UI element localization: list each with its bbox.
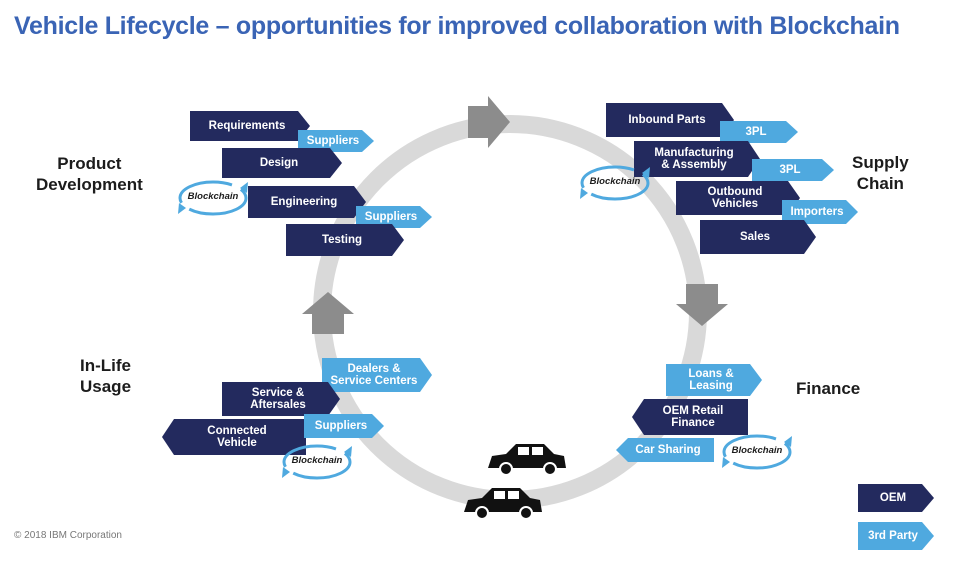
blockchain-label: Blockchain [187, 191, 239, 202]
cycle-arrow-icon [468, 96, 510, 148]
stage-label-in-life-usage: In-Life Usage [80, 356, 132, 396]
blockchain-cycle-icon: Blockchain [280, 442, 354, 482]
page-title: Vehicle Lifecycle – opportunities for im… [14, 12, 900, 40]
tag-sales: Sales [700, 220, 816, 254]
tag-importers: Importers [782, 200, 858, 224]
car-icon [464, 488, 542, 520]
legend-third-party: 3rd Party [858, 522, 934, 550]
cycle-arrow-icon [302, 292, 354, 334]
blockchain-cycle-icon [282, 444, 352, 480]
blockchain-cycle-icon: Blockchain [578, 163, 652, 203]
car-icon [488, 444, 566, 476]
blockchain-cycle-icon: Blockchain [176, 178, 250, 218]
tag-engineering: Engineering [248, 186, 366, 218]
tag-outbound-vehicles: Outbound Vehicles [676, 181, 800, 215]
tag-suppliers: Suppliers [356, 206, 432, 228]
blockchain-cycle-icon: Blockchain [720, 432, 794, 472]
tag-service-aftersales: Service & Aftersales [222, 382, 340, 416]
tag-design: Design [222, 148, 342, 178]
tag-suppliers: Suppliers [298, 130, 374, 152]
tag-connected-vehicle: Connected Vehicle [162, 419, 306, 455]
tag-loans-leasing: Loans & Leasing [666, 364, 762, 396]
cycle-arrow-icon [676, 284, 728, 326]
tag-3pl: 3PL [752, 159, 834, 181]
tag-testing: Testing [286, 224, 404, 256]
stage-label-product-development: Product Development [36, 154, 143, 194]
legend-oem: OEM [858, 484, 934, 512]
copyright: © 2018 IBM Corporation [14, 530, 122, 541]
tag-suppliers: Suppliers [304, 414, 384, 438]
tag-inbound-parts: Inbound Parts [606, 103, 734, 137]
blockchain-cycle-icon [580, 165, 650, 201]
tag-dealers-service-centers: Dealers & Service Centers [322, 358, 432, 392]
blockchain-label: Blockchain [731, 445, 783, 456]
stage-label-finance: Finance [796, 379, 861, 398]
blockchain-label: Blockchain [589, 176, 641, 187]
tag-3pl: 3PL [720, 121, 798, 143]
blockchain-label: Blockchain [291, 455, 343, 466]
tag-requirements: Requirements [190, 111, 310, 141]
tag-car-sharing: Car Sharing [616, 438, 714, 462]
stage-label-supply-chain: Supply Chain [852, 153, 909, 193]
blockchain-cycle-icon [178, 180, 248, 216]
tag-manufacturing-assembly: Manufacturing & Assembly [634, 141, 760, 177]
blockchain-cycle-icon [722, 434, 792, 470]
tag-oem-retail-finance: OEM Retail Finance [632, 399, 748, 435]
